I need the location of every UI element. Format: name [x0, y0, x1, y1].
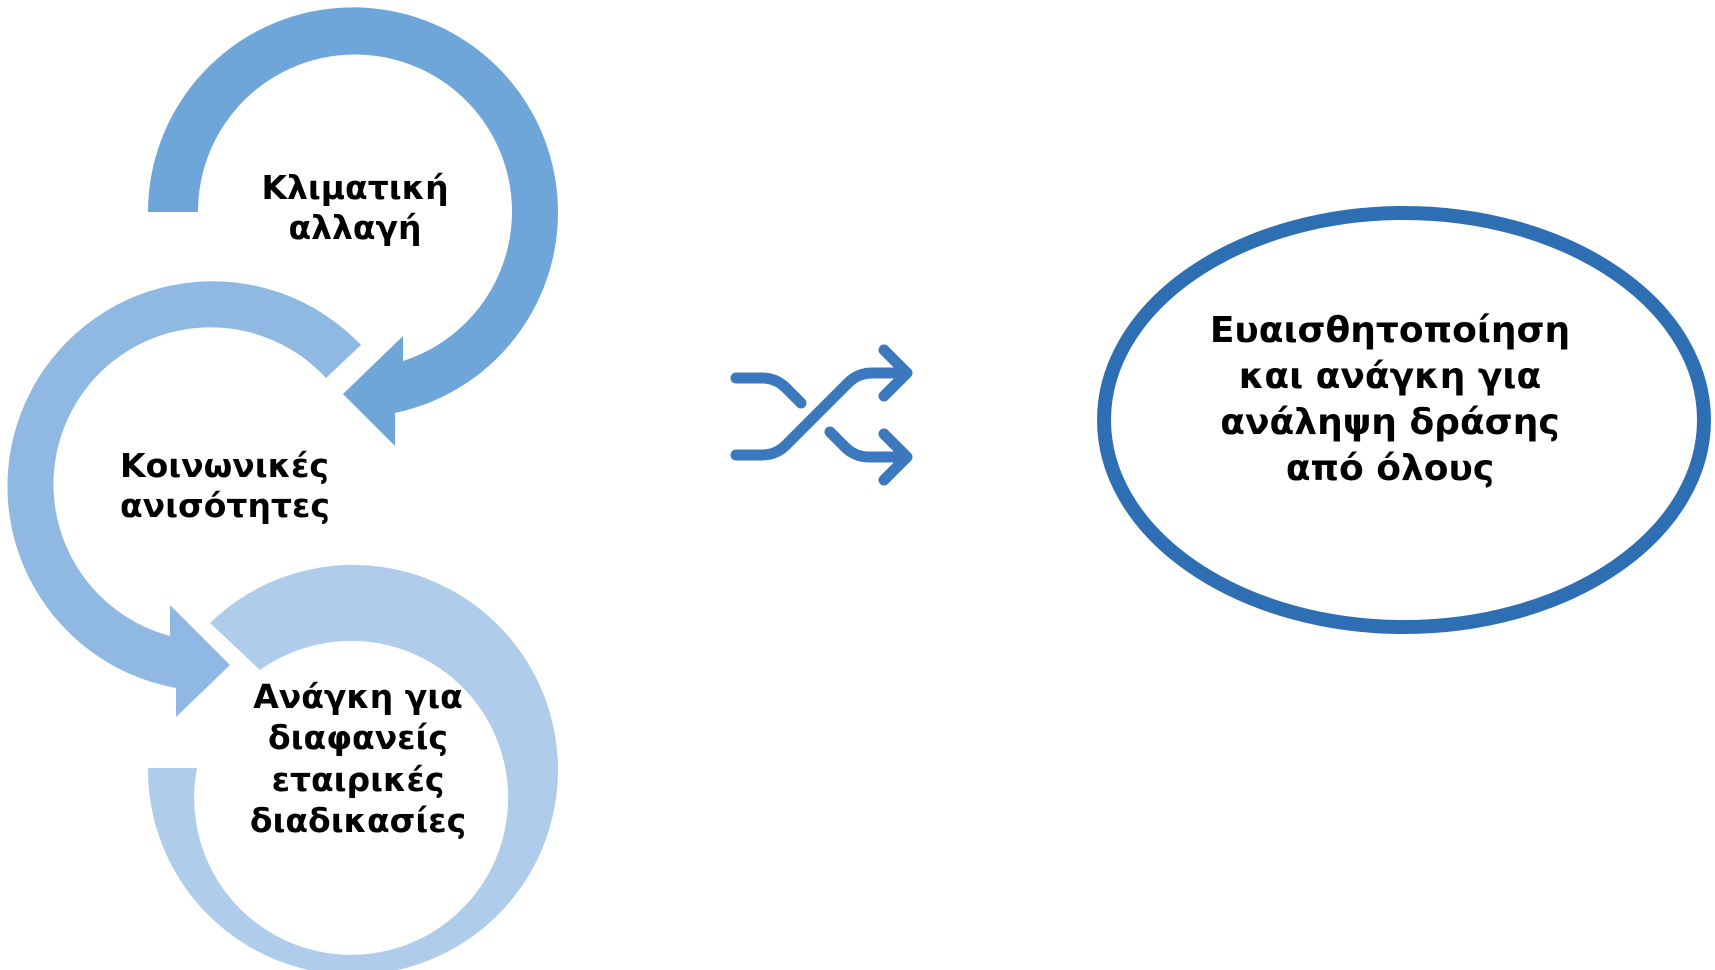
- shuffle-path-top: [730, 372, 807, 409]
- outcome-label: Ευαισθητοποίηση και ανάγκη για ανάληψη δ…: [1209, 310, 1571, 490]
- cycle-arrow-social: [7, 281, 361, 717]
- shuffle-arrowhead-bottom: [878, 428, 913, 486]
- cycle-label-climate-change: Κλιματική αλλαγή: [261, 168, 449, 248]
- shuffle-arrowhead-top: [878, 344, 913, 402]
- cycle-label-transparent-processes: Ανάγκη για διαφανείς εταιρικές διαδικασί…: [249, 677, 467, 840]
- shuffle-path-cross: [730, 367, 910, 461]
- outcome-ellipse: [1097, 206, 1711, 634]
- cycle-arrow-transparency: [147, 564, 558, 970]
- shuffle-arrows-icon: [730, 344, 913, 486]
- cycle-arrow-climate: [148, 7, 558, 446]
- cycle-label-social-inequalities: Κοινωνικές ανισότητες: [120, 446, 330, 526]
- shuffle-path-bottom: [824, 426, 910, 463]
